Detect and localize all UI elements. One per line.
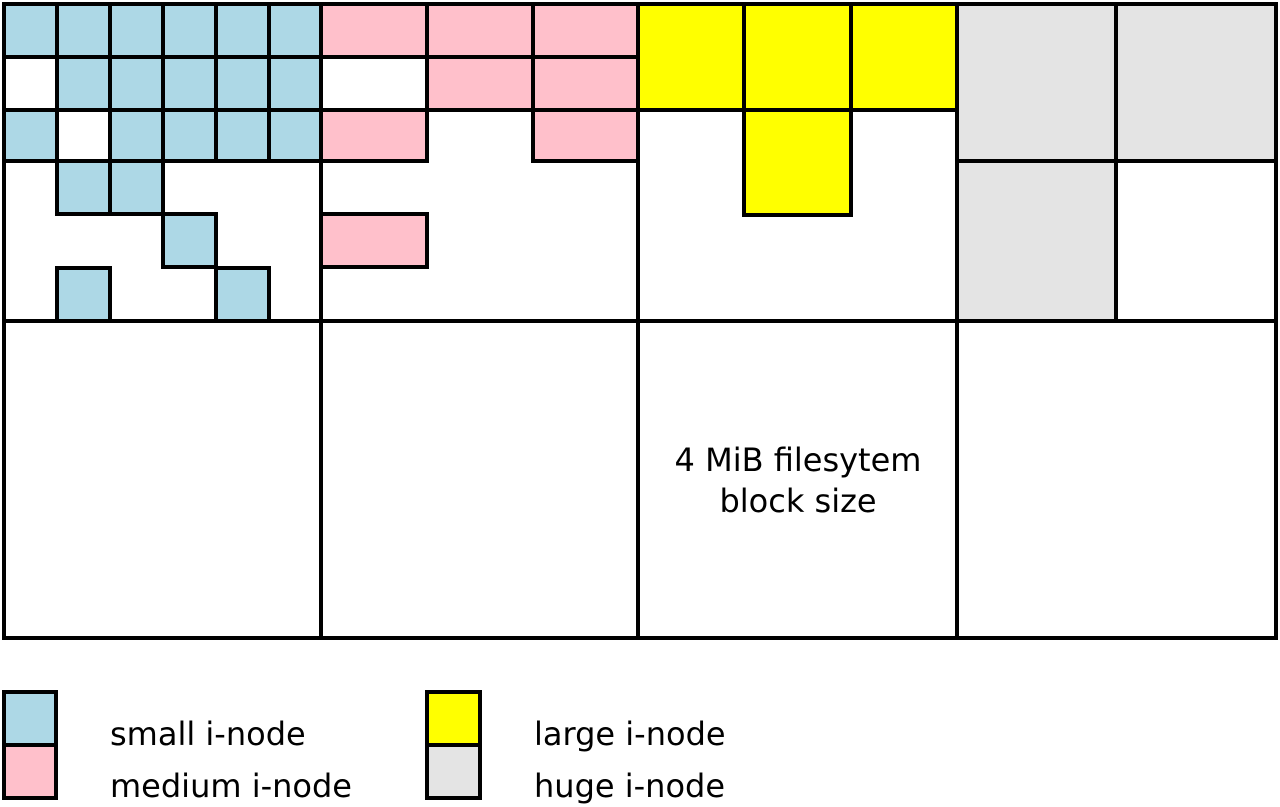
medium-inode-cell <box>319 108 429 163</box>
medium-inode-cell <box>425 55 535 112</box>
block-size-caption-line2: block size <box>719 482 876 520</box>
small-inode-cell <box>161 212 218 269</box>
small-inode-cell <box>161 55 218 112</box>
small-inode-cell <box>108 159 165 216</box>
small-inode-cell <box>267 55 323 112</box>
small-inode-cell <box>55 266 112 323</box>
legend-huge-swatch <box>425 743 482 800</box>
small-inode-cell <box>108 108 165 163</box>
block-size-caption-line1: 4 MiB filesytem <box>675 441 922 479</box>
free-cell <box>319 55 429 112</box>
legend-medium-swatch <box>2 743 58 800</box>
small-inode-cell <box>108 2 165 59</box>
medium-inode-cell <box>531 55 640 112</box>
small-inode-cell <box>161 108 218 163</box>
filesystem-block <box>636 319 959 640</box>
filesystem-block-outlines <box>2 2 1278 640</box>
small-inode-cell <box>2 108 59 163</box>
medium-inode-cells <box>319 2 640 269</box>
huge-inode-cell <box>1114 2 1278 163</box>
legend-huge-label: huge i-node <box>534 767 725 805</box>
free-cell <box>1114 159 1278 323</box>
small-inode-cell <box>267 2 323 59</box>
medium-inode-cell <box>531 108 640 163</box>
large-inode-cell <box>849 2 959 112</box>
legend <box>2 690 482 800</box>
small-inode-cell <box>214 266 271 323</box>
medium-inode-cell <box>319 2 429 59</box>
large-inode-cell <box>742 2 853 112</box>
medium-inode-cell <box>425 2 535 59</box>
legend-small-label: small i-node <box>110 715 306 753</box>
filesystem-block <box>319 319 640 640</box>
medium-inode-cell <box>531 2 640 59</box>
huge-inode-cell <box>955 2 1118 163</box>
small-inode-cell <box>55 55 112 112</box>
filesystem-block <box>2 319 323 640</box>
small-inode-cell <box>2 2 59 59</box>
small-inode-cell <box>161 2 218 59</box>
small-inode-cell <box>214 55 271 112</box>
legend-large-label: large i-node <box>534 715 726 753</box>
legend-medium-label: medium i-node <box>110 767 352 805</box>
filesystem-block <box>955 319 1278 640</box>
huge-inode-cells <box>955 2 1278 323</box>
small-inode-cells <box>2 2 323 323</box>
large-inode-cells <box>636 2 959 217</box>
small-inode-cell <box>214 108 271 163</box>
legend-small-swatch <box>2 690 58 747</box>
large-inode-cell <box>636 2 746 112</box>
medium-inode-cell <box>319 212 429 269</box>
small-inode-cell <box>214 2 271 59</box>
large-inode-cell <box>742 108 853 217</box>
small-inode-cell <box>55 2 112 59</box>
small-inode-cell <box>55 159 112 216</box>
huge-inode-cell <box>955 159 1118 323</box>
free-cell <box>2 55 59 112</box>
free-cell <box>55 108 112 163</box>
small-inode-cell <box>108 55 165 112</box>
small-inode-cell <box>267 108 323 163</box>
legend-large-swatch <box>425 690 482 747</box>
